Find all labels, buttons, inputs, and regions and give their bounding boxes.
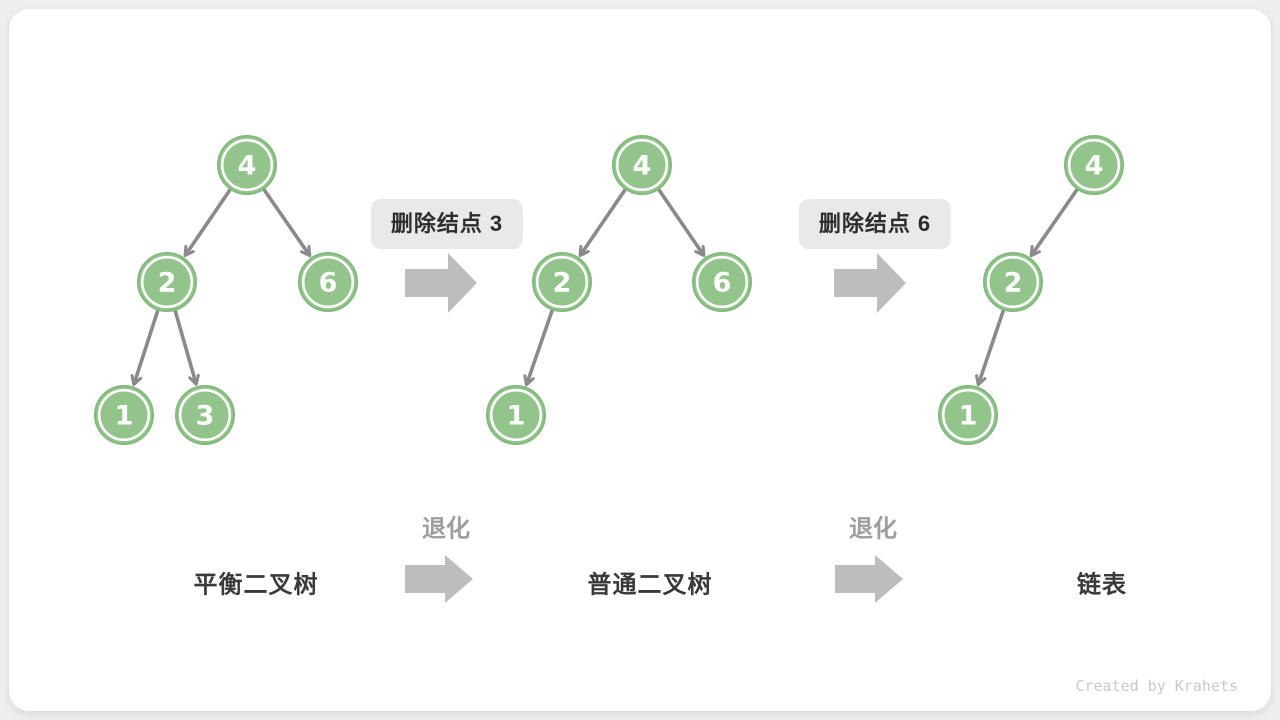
tree-node: 4	[1064, 135, 1124, 195]
tree-edge	[130, 309, 160, 387]
node-value: 6	[319, 268, 338, 299]
degenerate-arrow-icon	[405, 555, 473, 603]
degenerate-label-2: 退化	[849, 515, 897, 543]
node-value: 2	[158, 268, 177, 299]
tree-edge	[173, 309, 200, 386]
transition-arrow-icon	[834, 253, 906, 313]
node-value: 4	[238, 151, 257, 182]
node-value: 3	[196, 401, 215, 432]
tree-edge	[183, 187, 233, 258]
tree-edge	[656, 187, 706, 258]
tree-node: 2	[532, 252, 592, 312]
tree-edge	[1029, 187, 1079, 258]
tree-edge	[262, 187, 312, 258]
watermark: Created by Krahets	[1075, 677, 1238, 695]
delete-node-3-label: 删除结点 3	[370, 199, 524, 249]
node-value: 2	[1004, 268, 1023, 299]
delete-node-6-label: 删除结点 6	[798, 199, 952, 249]
node-value: 4	[1085, 151, 1104, 182]
tree-node: 4	[612, 135, 672, 195]
transition-arrow-icon	[405, 253, 477, 313]
node-value: 1	[959, 401, 978, 432]
tree-node: 1	[938, 385, 998, 445]
caption-balanced-binary-tree: 平衡二叉树	[193, 571, 319, 599]
node-value: 1	[115, 401, 134, 432]
tree-edge	[578, 187, 628, 258]
tree-edge	[975, 308, 1006, 387]
node-value: 1	[507, 401, 526, 432]
caption-linked-list: 链表	[1077, 571, 1127, 599]
degenerate-arrow-icon	[835, 555, 903, 603]
tree-node: 1	[94, 385, 154, 445]
tree-node: 2	[137, 252, 197, 312]
tree-node: 3	[175, 385, 235, 445]
degenerate-label-1: 退化	[422, 515, 470, 543]
tree-node: 1	[486, 385, 546, 445]
caption-ordinary-binary-tree: 普通二叉树	[587, 571, 713, 599]
node-value: 2	[553, 268, 572, 299]
tree-node: 2	[983, 252, 1043, 312]
node-value: 6	[713, 268, 732, 299]
tree-node: 6	[692, 252, 752, 312]
tree-edge	[523, 308, 555, 387]
tree-node: 6	[298, 252, 358, 312]
node-value: 4	[633, 151, 652, 182]
diagram-card: 4 2 6 1 3 4 2 6 1 4 2 1 删除结点 3 删除结点 6 退化 退化 平衡二叉树 普…	[9, 9, 1271, 711]
tree-node: 4	[217, 135, 277, 195]
